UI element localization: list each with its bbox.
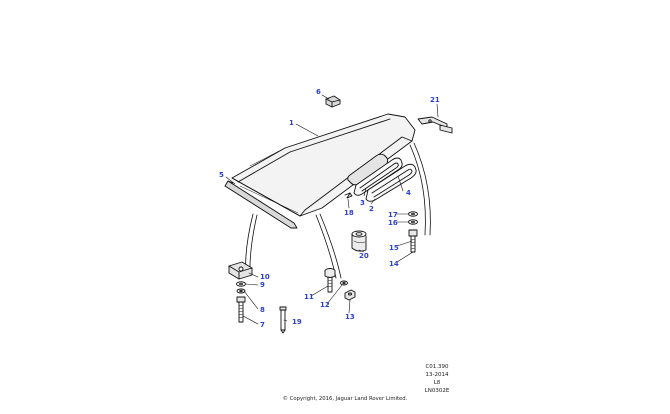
plate-nut — [228, 261, 253, 280]
clip — [325, 95, 341, 108]
callout-18: 18 — [344, 209, 354, 217]
callout-labels: 1 2 3 4 5 6 7 8 9 10 11 12 13 14 15 16 1… — [219, 88, 440, 329]
callout-2: 2 — [369, 205, 374, 213]
callout-3: 3 — [360, 199, 365, 207]
callout-8: 8 — [260, 306, 265, 314]
callout-9: 9 — [260, 281, 265, 289]
ref-code-date: 13-2014 — [425, 372, 449, 378]
ref-code-illustration: C01.390 — [425, 364, 449, 370]
gaskets — [353, 157, 417, 202]
callout-1: 1 — [289, 119, 294, 127]
callout-6: 6 — [316, 88, 321, 96]
bracket — [417, 116, 453, 134]
callout-5: 5 — [219, 171, 224, 179]
callout-15: 15 — [389, 244, 399, 252]
stud-bolt — [324, 268, 336, 293]
callout-10: 10 — [260, 273, 270, 281]
callout-11: 11 — [304, 293, 314, 301]
washers-left — [236, 281, 246, 294]
callout-17: 17 — [388, 211, 398, 219]
washers-right — [408, 211, 418, 225]
bolt-left — [236, 296, 246, 323]
leader-lines — [225, 94, 439, 325]
rivet — [279, 306, 287, 334]
callout-13: 13 — [345, 313, 355, 321]
washer-nut — [340, 280, 356, 301]
grommet — [351, 230, 367, 252]
pin — [344, 192, 353, 199]
callout-19: 19 — [292, 318, 302, 326]
callout-14: 14 — [389, 260, 399, 268]
ref-code-model: L8 — [433, 380, 441, 386]
callout-21: 21 — [430, 96, 440, 104]
seal-strip — [224, 180, 298, 229]
callout-16: 16 — [388, 219, 398, 227]
drawing: 1 2 3 4 5 6 7 8 9 10 11 12 13 14 15 16 1… — [219, 88, 453, 334]
callout-20: 20 — [359, 252, 369, 260]
callout-7: 7 — [260, 321, 265, 329]
bolt-right — [408, 229, 418, 253]
copyright-notice: © Copyright, 2016, Jaguar Land Rover Lim… — [282, 396, 408, 402]
callout-12: 12 — [320, 301, 330, 309]
callout-4: 4 — [406, 189, 411, 197]
roof-panel — [231, 113, 416, 217]
ref-code-number: LN0302E — [424, 388, 450, 394]
